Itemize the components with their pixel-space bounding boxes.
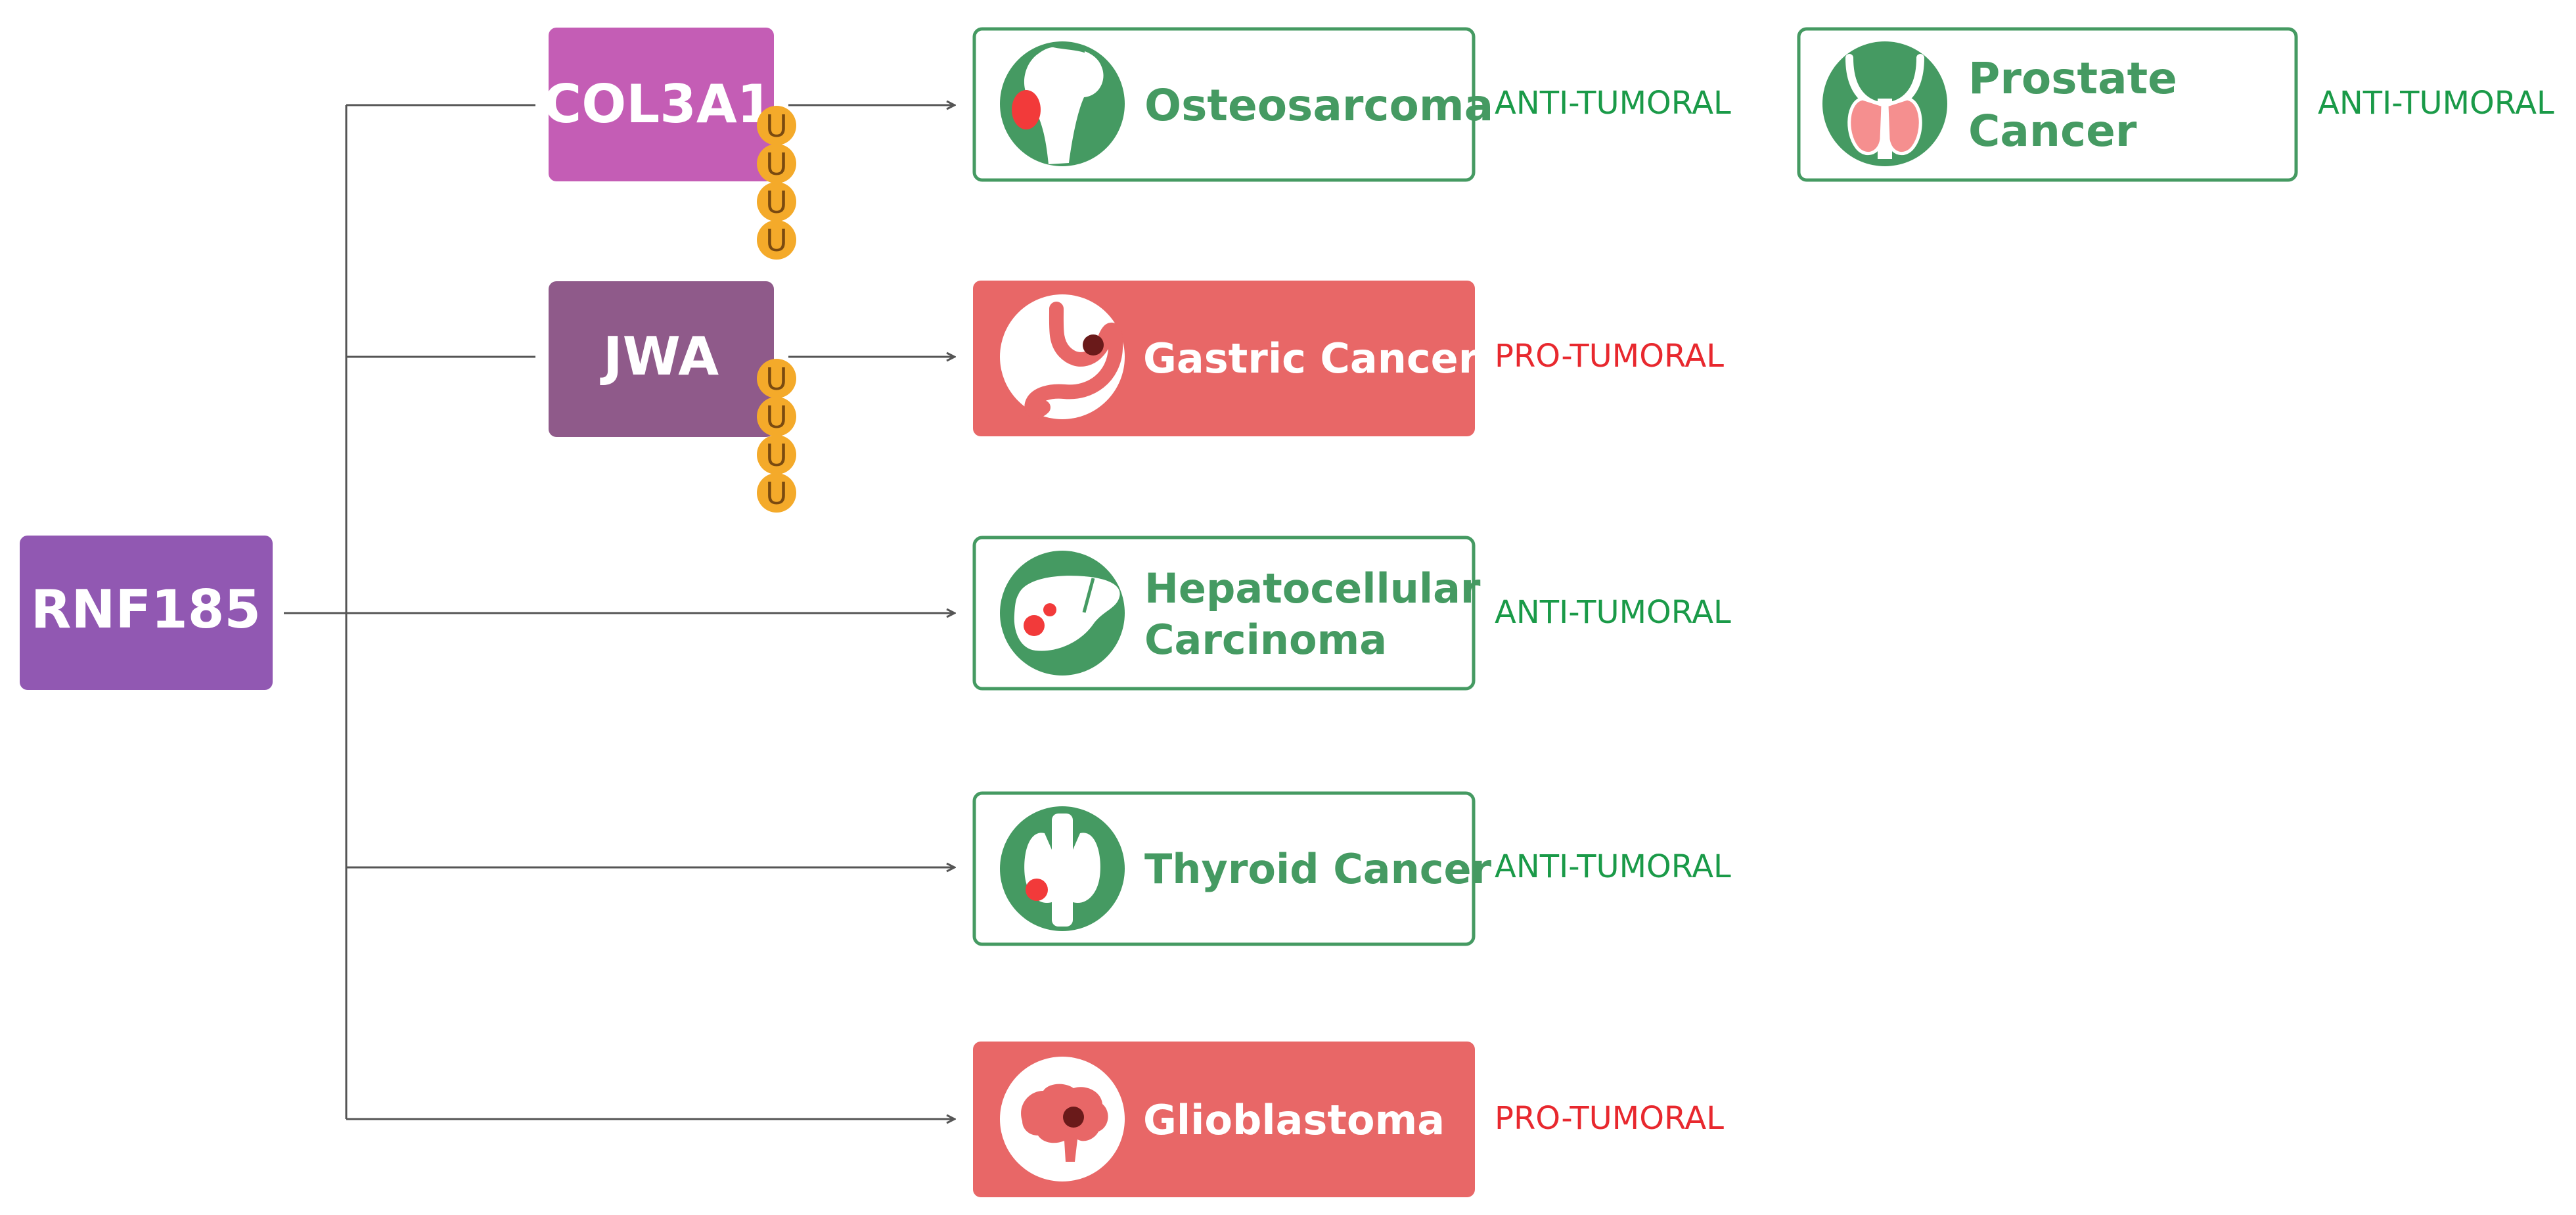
stomach-icon [1000, 294, 1125, 419]
ubiquitin-bead [757, 144, 796, 183]
osteosarcoma-card: Osteosarcoma [972, 27, 1493, 182]
thyroid-name: Thyroid Cancer [1144, 845, 1492, 893]
glioblastoma-name: Glioblastoma [1143, 1096, 1445, 1144]
rnf185-node: RNF185 [20, 536, 273, 690]
gastric-effect: PRO-TUMORAL [1495, 338, 1724, 375]
ubiquitin-label: U [765, 361, 788, 397]
rnf185-box [20, 536, 273, 690]
ubiquitin-bead [757, 435, 796, 474]
ubiquitin-bead [757, 397, 796, 436]
col3a1-node: COL3A1 U U U U [543, 28, 796, 260]
jwa-label: JWA [600, 326, 719, 387]
ubiquitin-bead [757, 473, 796, 513]
jwa-node: JWA U U U U [549, 281, 796, 513]
prostate-icon [1822, 41, 1947, 166]
hepatocellular-name-line2: Carcinoma [1144, 616, 1387, 664]
ubiquitin-bead [757, 220, 796, 260]
osteosarcoma-name: Osteosarcoma [1144, 80, 1493, 131]
connectors [284, 105, 955, 1119]
ubiquitin-bead [757, 106, 796, 145]
ubiquitin-label: U [765, 400, 788, 435]
ubiquitin-label: U [765, 185, 788, 220]
glioblastoma-effect: PRO-TUMORAL [1495, 1100, 1724, 1137]
liver-icon [1000, 551, 1125, 676]
thyroid-card: Thyroid Cancer [972, 791, 1492, 946]
jwa-box [549, 281, 774, 437]
ubiquitin-label: U [765, 108, 788, 144]
gastric-name: Gastric Cancer [1143, 334, 1479, 382]
prostate-card: Prostate Cancer [1797, 27, 2298, 182]
hepatocellular-effect: ANTI-TUMORAL [1495, 594, 1731, 631]
col3a1-label: COL3A1 [543, 74, 774, 135]
brain-icon [1000, 1057, 1125, 1181]
osteosarcoma-effect: ANTI-TUMORAL [1495, 85, 1731, 122]
hepatocellular-card: Hepatocellular Carcinoma [972, 536, 1481, 691]
bone-icon [1000, 41, 1125, 166]
jwa-ubiquitin-chain: U U U U [757, 359, 796, 513]
ubiquitin-label: U [765, 223, 788, 258]
thyroid-effect: ANTI-TUMORAL [1495, 848, 1731, 885]
ubiquitin-bead [757, 182, 796, 221]
glioblastoma-card: Glioblastoma [973, 1042, 1475, 1197]
rnf185-label: RNF185 [31, 579, 261, 640]
ubiquitin-bead [757, 359, 796, 398]
thyroid-icon [1000, 806, 1125, 931]
hepatocellular-name-line1: Hepatocellular [1144, 564, 1481, 612]
col3a1-box [549, 28, 774, 181]
col3a1-ubiquitin-chain: U U U U [757, 106, 796, 260]
prostate-name-line1: Prostate [1968, 53, 2177, 104]
ubiquitin-label: U [765, 438, 788, 473]
prostate-effect: ANTI-TUMORAL [2318, 85, 2554, 122]
ubiquitin-label: U [765, 147, 788, 182]
prostate-name-line2: Cancer [1968, 106, 2137, 156]
gastric-card: Gastric Cancer [973, 281, 1479, 436]
ubiquitin-label: U [765, 476, 788, 511]
